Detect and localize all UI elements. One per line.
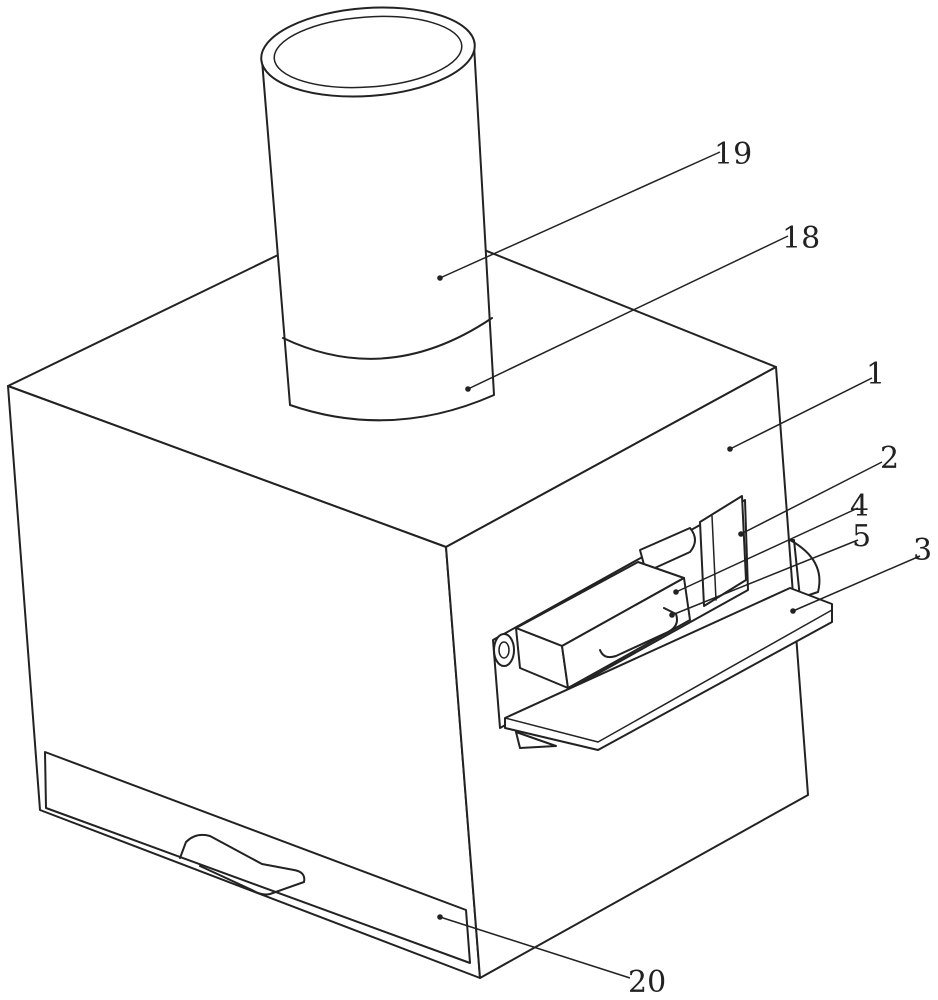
slide-guide-edge [711,515,717,601]
label-1: 1 [866,357,885,392]
leaders [437,151,921,979]
label-19: 19 [714,137,752,172]
leader-5 [671,539,859,616]
rod [639,527,696,573]
plate-edge-side [597,609,833,743]
leader-4-dot [673,589,679,595]
plate-bracket [515,731,557,749]
support-plate [504,587,833,751]
leader-5-dot [669,612,675,618]
label-2: 2 [880,441,899,476]
leader-1 [729,377,873,450]
cylinder-rim-outer [260,6,476,98]
leader-3 [792,555,921,612]
slide-guide [699,495,747,607]
drawer [44,751,471,964]
labels: 19 18 1 2 4 5 3 20 [628,137,932,1000]
leader-19 [439,151,721,279]
label-18: 18 [782,221,820,256]
motor-end-cap [493,633,515,667]
motor-handle [599,607,678,659]
leader-18 [467,235,789,390]
leader-20-dot [437,914,443,920]
mechanism [492,495,833,751]
cylinder [260,6,495,422]
leader-4 [675,507,859,593]
leader-2 [740,461,883,535]
cylinder-rim-inner [273,15,463,89]
label-3: 3 [913,533,932,568]
leader-18-dot [465,386,471,392]
drawer-front [44,751,471,964]
label-20: 20 [628,965,666,1000]
motor-box-side [561,577,691,689]
drawer-handle [179,833,306,896]
leader-3-dot [790,608,796,614]
plate-edge-front [504,717,599,743]
leader-20 [439,916,631,979]
cylinder-body [261,44,495,422]
leader-2-dot [738,531,744,537]
leader-19-dot [437,275,443,281]
motor-end-cap-inner [498,641,510,659]
label-5: 5 [852,519,871,554]
cylinder-sleeve-line [282,317,493,360]
leader-1-dot [727,446,733,452]
label-4: 4 [850,489,869,524]
